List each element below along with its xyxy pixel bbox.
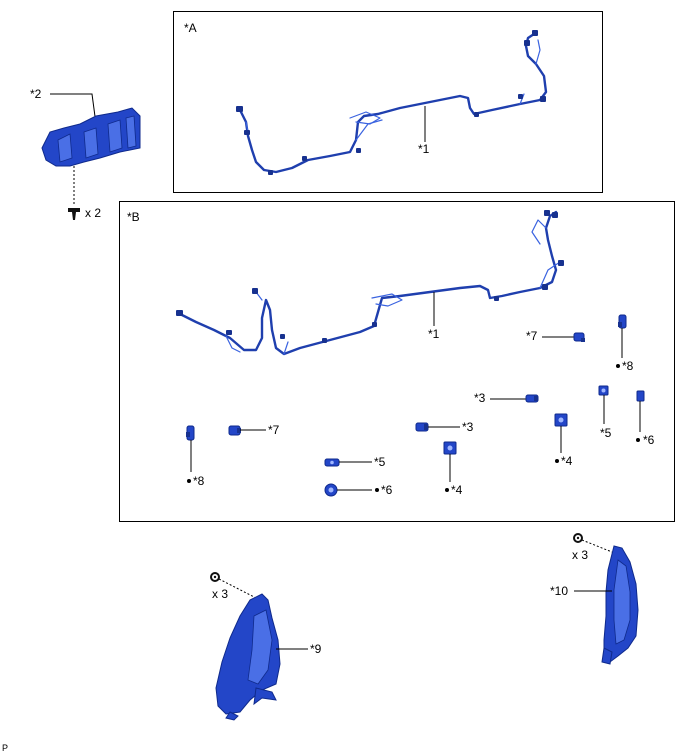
leader-2 bbox=[50, 93, 97, 125]
sensor-8b bbox=[186, 425, 195, 441]
bolt-quantity: x 2 bbox=[85, 206, 101, 220]
callout-4b: *4 bbox=[451, 483, 463, 497]
callout-8a: *8 bbox=[622, 359, 634, 373]
box-a-frame bbox=[173, 11, 603, 193]
callout-6b: *6 bbox=[381, 483, 393, 497]
figure-code: P bbox=[2, 743, 8, 753]
wire-harness-a bbox=[236, 30, 548, 175]
callout-8b: *8 bbox=[193, 474, 205, 488]
box-a-label: *A bbox=[184, 21, 197, 35]
callout-3a: *3 bbox=[474, 391, 486, 405]
wire-harness-b bbox=[176, 210, 564, 356]
clip-3b bbox=[415, 422, 429, 432]
marker-dot-4b bbox=[445, 488, 449, 492]
bracket-part-2 bbox=[41, 107, 141, 167]
callout-9: *9 bbox=[310, 642, 322, 656]
bolt-icon bbox=[68, 208, 80, 220]
clip-icon-right bbox=[573, 533, 583, 543]
callout-7b: *7 bbox=[268, 423, 280, 437]
bracket-4a bbox=[554, 413, 568, 427]
clip-guide-right bbox=[581, 539, 613, 553]
clip-6a bbox=[636, 390, 645, 402]
clip-3a bbox=[525, 394, 539, 403]
box-b-frame bbox=[119, 201, 675, 522]
marker-dot-8a bbox=[616, 364, 620, 368]
callout-6a: *6 bbox=[643, 433, 655, 447]
callout-5a: *5 bbox=[600, 426, 612, 440]
callout-4a: *4 bbox=[561, 454, 573, 468]
sensor-8a bbox=[618, 314, 627, 329]
clip-quantity-right: x 3 bbox=[572, 548, 588, 562]
clip-5b bbox=[324, 458, 340, 467]
box-b-label: *B bbox=[127, 210, 140, 224]
callout-1b: *1 bbox=[428, 327, 440, 341]
marker-dot-4a bbox=[555, 459, 559, 463]
clip-5a bbox=[598, 385, 609, 396]
bumper-part-9 bbox=[215, 593, 281, 721]
clip-quantity-left: x 3 bbox=[212, 587, 228, 601]
cover-part-10 bbox=[601, 545, 639, 665]
callout-2: *2 bbox=[30, 87, 42, 101]
callout-7a: *7 bbox=[526, 329, 538, 343]
marker-dot-6b bbox=[375, 488, 379, 492]
callout-1a: *1 bbox=[418, 142, 430, 156]
grommet-6b bbox=[324, 483, 338, 497]
callout-3b: *3 bbox=[462, 420, 474, 434]
marker-dot-6a bbox=[636, 438, 640, 442]
callout-10: *10 bbox=[550, 584, 568, 598]
callout-5b: *5 bbox=[374, 455, 386, 469]
sensor-7a bbox=[573, 332, 585, 342]
sensor-7b bbox=[228, 425, 241, 436]
bracket-4b bbox=[443, 441, 457, 455]
marker-dot-8b bbox=[187, 479, 191, 483]
clip-icon-left bbox=[210, 572, 220, 582]
